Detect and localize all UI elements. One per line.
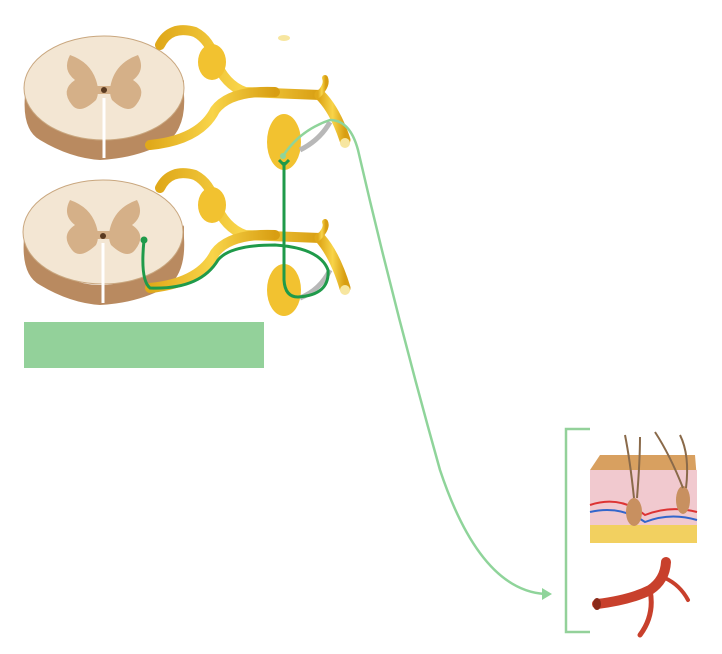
preganglionic-cell-body (140, 236, 148, 244)
postganglionic-fiber (281, 118, 546, 596)
sympathetic-ganglia (198, 35, 350, 316)
target-bracket (564, 427, 590, 634)
arrowhead-icon (542, 588, 552, 600)
artery-icon (592, 557, 690, 638)
preganglionic-fiber (141, 158, 330, 299)
upper-spinal-cord-icon (23, 35, 185, 160)
label-box (24, 322, 264, 368)
gray-rami (298, 120, 333, 301)
skin-block-icon (589, 431, 698, 543)
